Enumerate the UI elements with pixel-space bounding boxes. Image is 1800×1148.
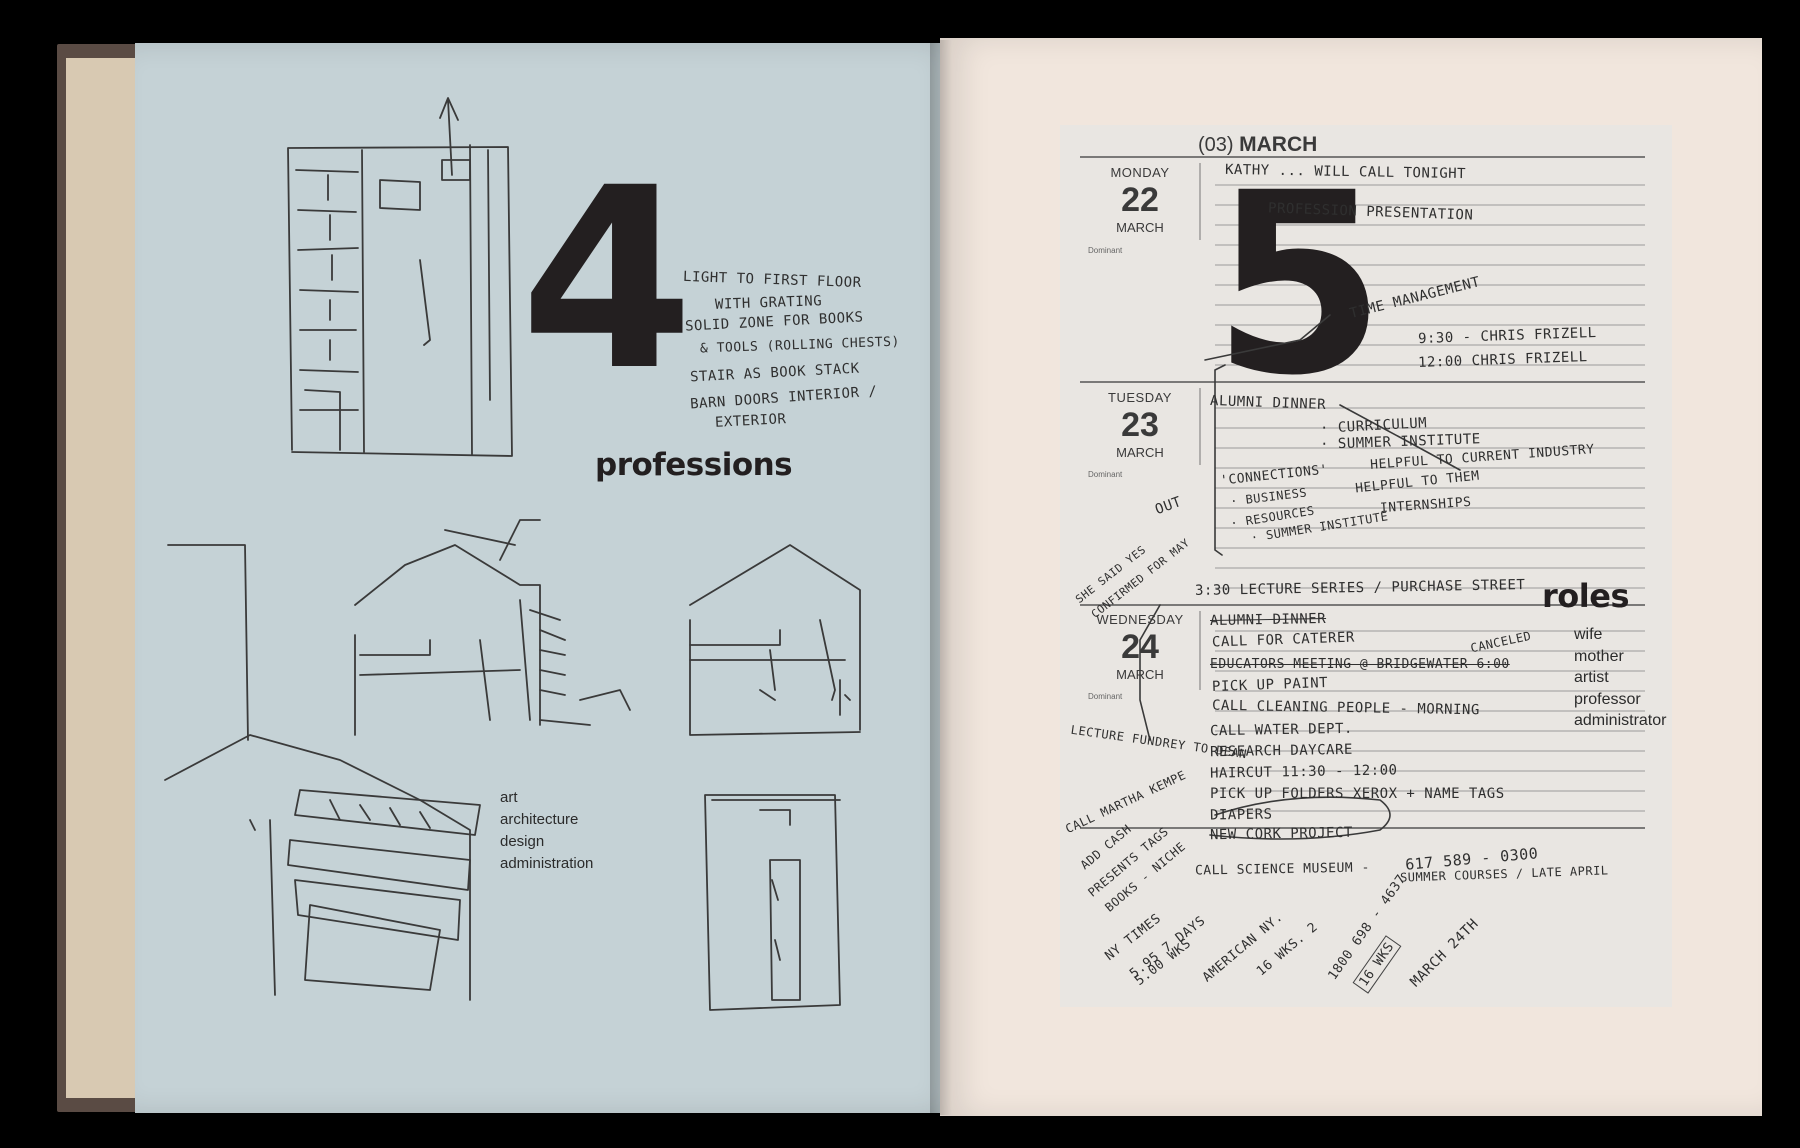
day-number: 23 bbox=[1121, 406, 1159, 444]
handwritten-note: EDUCATORS MEETING @ BRIDGEWATER 6:00 bbox=[1210, 657, 1510, 672]
day-name: WEDNESDAY bbox=[1096, 612, 1184, 627]
list-item: artist bbox=[1574, 669, 1609, 686]
dominant-tag: Dominant bbox=[1088, 692, 1123, 701]
handwritten-note: PICK UP FOLDERS XEROX + NAME TAGS bbox=[1210, 786, 1505, 802]
day-monday: MONDAY 22 MARCH bbox=[1080, 165, 1200, 235]
handwritten-note: DIAPERS bbox=[1209, 806, 1273, 824]
list-item: architecture bbox=[500, 811, 579, 828]
day-name: TUESDAY bbox=[1108, 390, 1172, 405]
handwritten-note: CALL WATER DEPT. bbox=[1209, 720, 1353, 740]
day-number: 22 bbox=[1121, 181, 1159, 219]
door-elevation-sketch bbox=[704, 794, 841, 1011]
dominant-tag: Dominant bbox=[1088, 246, 1123, 255]
list-item: wife bbox=[1574, 626, 1603, 643]
month-name: MARCH bbox=[1239, 133, 1318, 156]
handwritten-note: ALUMNI DINNER bbox=[1209, 610, 1327, 630]
section-number-4: 4 bbox=[520, 134, 694, 425]
roles-heading: roles bbox=[1542, 577, 1629, 615]
dominant-tag: Dominant bbox=[1088, 470, 1123, 479]
professions-list: art architecture design administration bbox=[500, 787, 593, 875]
list-item: design bbox=[500, 833, 545, 850]
planner-month-header: (03) MARCH bbox=[1198, 133, 1317, 157]
day-month: MARCH bbox=[1116, 445, 1164, 460]
list-item: administrator bbox=[1574, 712, 1667, 729]
handwritten-note: NEW CORK PROJECT bbox=[1209, 824, 1353, 844]
section-number-5: 5 bbox=[1212, 139, 1386, 430]
handwritten-note: CALL SCIENCE MUSEUM - bbox=[1194, 860, 1370, 879]
section-sketches bbox=[167, 519, 861, 741]
day-name: MONDAY bbox=[1110, 165, 1170, 180]
list-item: professor bbox=[1574, 690, 1641, 708]
list-item: art bbox=[500, 789, 518, 806]
planner-sheet bbox=[1060, 125, 1672, 1007]
month-number: (03) bbox=[1198, 134, 1234, 156]
elevation-sketch bbox=[287, 97, 513, 457]
roles-list: wife mother artist professor administrat… bbox=[1574, 624, 1666, 732]
day-tuesday: TUESDAY 23 MARCH bbox=[1080, 390, 1200, 460]
professions-heading: professions bbox=[595, 447, 793, 483]
handwritten-note: HAIRCUT 11:30 - 12:00 bbox=[1209, 762, 1398, 782]
book-gutter bbox=[930, 40, 952, 1115]
list-item: administration bbox=[500, 855, 594, 872]
day-month: MARCH bbox=[1116, 220, 1164, 235]
perspective-sketch bbox=[164, 734, 481, 1001]
list-item: mother bbox=[1574, 647, 1624, 665]
